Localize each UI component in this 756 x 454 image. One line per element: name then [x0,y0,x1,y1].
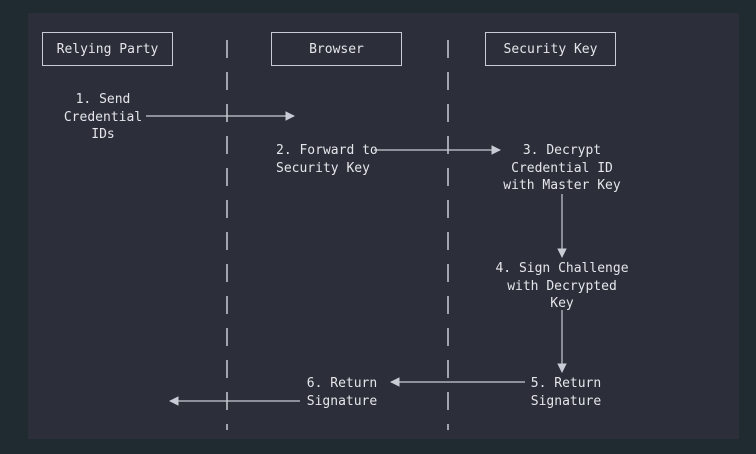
participant-relying-party: Relying Party [42,32,173,66]
step-4-label: 4. Sign Challenge with Decrypted Key [495,261,629,311]
diagram-panel [28,13,739,439]
step-1-label: 1. Send Credential IDs [63,92,143,142]
step-3-label: 3. Decrypt Credential ID with Master Key [503,143,621,193]
participant-label: Security Key [503,41,598,57]
participant-security-key: Security Key [485,32,616,66]
step-5-label: 5. Return Signature [530,376,602,409]
participant-label: Browser [309,41,364,57]
step-6-label: 6. Return Signature [306,376,378,409]
step-2-label: 2. Forward to Security Key [276,143,378,176]
participant-browser: Browser [271,32,402,66]
participant-label: Relying Party [56,41,159,57]
